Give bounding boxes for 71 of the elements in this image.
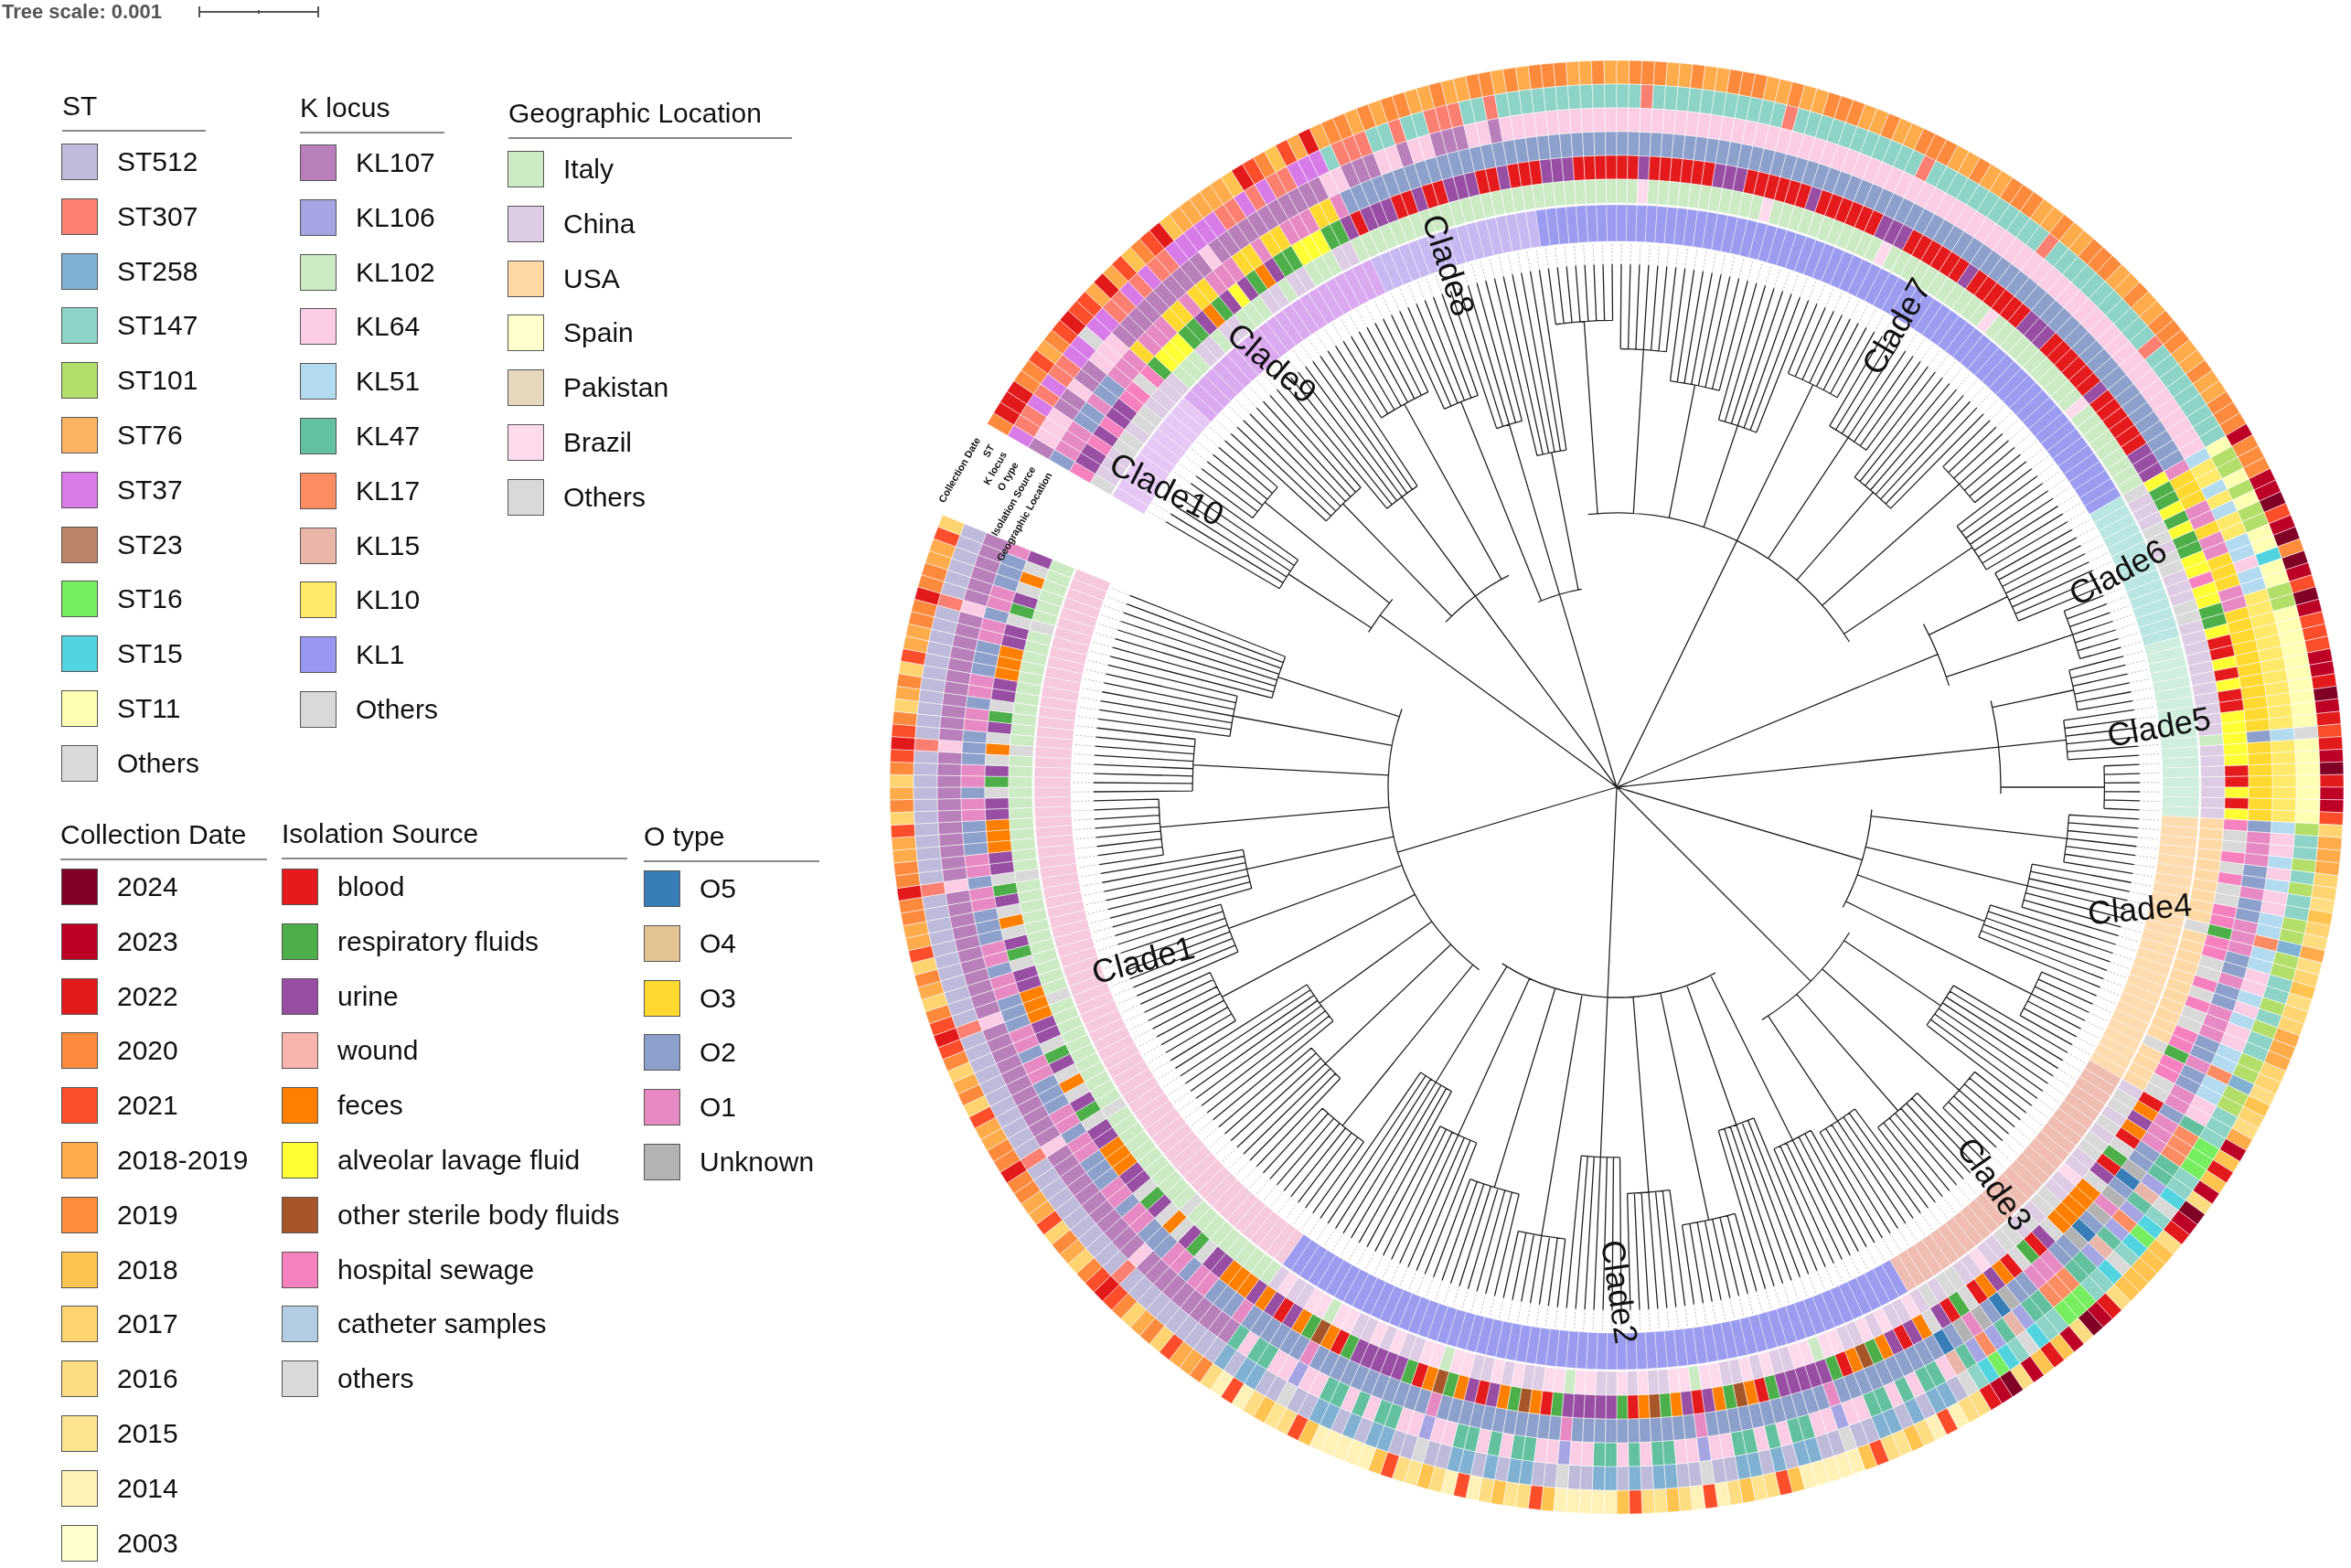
clade-label: Clade2 <box>1594 1237 1645 1347</box>
legend-label: Others <box>563 480 647 514</box>
legend-heading: Isolation Source <box>282 817 627 859</box>
legend-label: O3 <box>700 981 737 1015</box>
legend-heading: Collection Date <box>60 818 267 860</box>
legend-label: Pakistan <box>563 371 669 405</box>
legend-label: 2015 <box>117 1417 178 1450</box>
legend-label: 2023 <box>117 924 178 958</box>
legend-label: KL107 <box>356 146 435 179</box>
legend-label: Others <box>356 693 439 726</box>
legend-label: ST37 <box>117 473 183 507</box>
clade-label: Clade8 <box>1415 209 1482 321</box>
legend-label: Others <box>117 746 200 780</box>
legend-label: O1 <box>700 1091 737 1125</box>
legend-label: hospital sewage <box>337 1253 535 1286</box>
legend-label: ST16 <box>117 582 183 616</box>
legend-label: KL106 <box>356 200 435 234</box>
clade-label: Clade1 <box>1087 929 1199 991</box>
legend-label: 2024 <box>117 870 178 903</box>
legend-label: USA <box>563 261 620 295</box>
legend-label: other sterile body fluids <box>337 1198 620 1232</box>
legend-label: O5 <box>700 872 737 905</box>
clade-label: Clade5 <box>2104 699 2214 754</box>
legend-label: catheter samples <box>337 1307 547 1341</box>
legend-heading: K locus <box>300 91 444 133</box>
clade-label: Clade4 <box>2086 886 2194 932</box>
legend-label: China <box>563 207 636 240</box>
legend-label: O2 <box>700 1036 737 1070</box>
legend-label: Spain <box>563 316 634 350</box>
legend-label: 2003 <box>117 1526 178 1560</box>
legend-label: 2021 <box>117 1089 178 1123</box>
legend-label: ST15 <box>117 637 183 671</box>
legend-label: O4 <box>700 926 737 960</box>
legend-label: 2018 <box>117 1253 178 1286</box>
legend-label: ST258 <box>117 254 198 288</box>
legend-label: KL10 <box>356 583 421 617</box>
legend-label: KL15 <box>356 528 421 562</box>
legend-label: 2018-2019 <box>117 1144 249 1177</box>
legend-label: 2017 <box>117 1307 178 1341</box>
legend-label: ST307 <box>117 199 198 233</box>
legend-label: 2019 <box>117 1198 178 1232</box>
legend-label: wound <box>337 1034 419 1068</box>
legend-label: ST11 <box>117 692 181 725</box>
legend-label: KL102 <box>356 255 435 289</box>
scale-label: Tree scale: 0.001 <box>2 0 162 24</box>
legend-label: 2014 <box>117 1471 178 1505</box>
legend-label: ST147 <box>117 309 198 343</box>
legend-heading: O type <box>644 820 819 862</box>
legend-label: respiratory fluids <box>337 924 540 958</box>
legend-label: Unknown <box>700 1146 815 1179</box>
legend-label: Brazil <box>563 426 632 459</box>
legend-label: 2020 <box>117 1034 178 1068</box>
legend-label: Italy <box>563 153 614 186</box>
legend-label: 2016 <box>117 1362 178 1396</box>
legend-label: urine <box>337 979 399 1013</box>
legend-label: KL64 <box>356 310 421 344</box>
legend-label: KL51 <box>356 365 421 399</box>
legend-heading: Geographic Location <box>508 97 792 139</box>
legend-label: KL47 <box>356 420 421 453</box>
legend-label: feces <box>337 1089 403 1123</box>
legend-label: others <box>337 1362 414 1396</box>
legend-label: blood <box>337 870 405 903</box>
legend-label: KL1 <box>356 638 405 672</box>
legend-label: alveolar lavage fluid <box>337 1144 581 1177</box>
legend-label: ST101 <box>117 364 198 398</box>
legend-heading: ST <box>62 90 206 132</box>
legend-label: 2022 <box>117 979 178 1013</box>
legend-label: KL17 <box>356 474 421 507</box>
legend-label: ST512 <box>117 145 198 178</box>
legend-label: ST23 <box>117 528 183 561</box>
legend-label: ST76 <box>117 419 183 452</box>
